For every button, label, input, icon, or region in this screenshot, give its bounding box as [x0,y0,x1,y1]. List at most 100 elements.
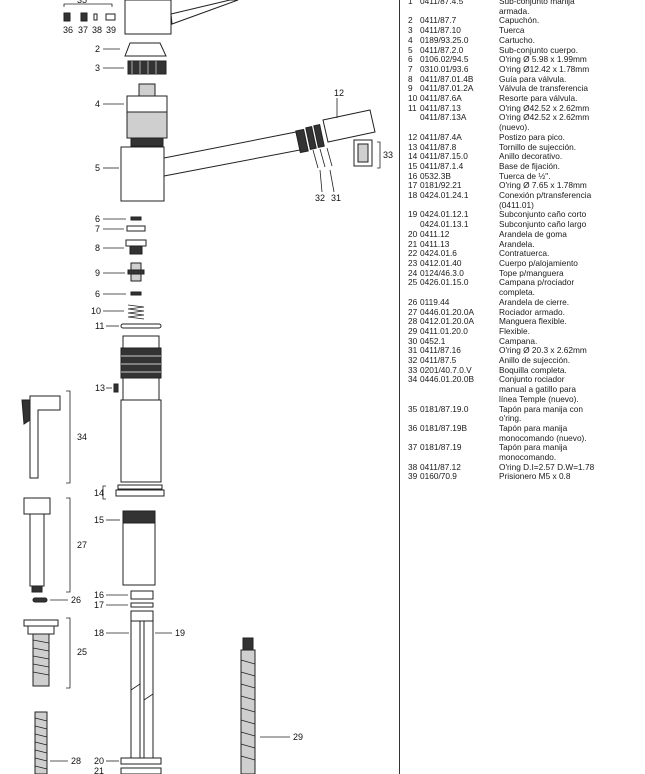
part-description: O'ring Ø 20.3 x 2.62mm [499,345,587,356]
callout-27: 27 [77,540,87,550]
part-description: Flexible. [499,325,530,336]
callout-32: 32 [315,193,325,203]
part-number [408,113,420,123]
callout-4: 4 [95,99,100,109]
part-9-valve [127,262,145,282]
callout-6-bottom: 6 [95,289,100,299]
callout-7: 7 [95,224,100,234]
callout-25: 25 [77,647,87,657]
part-34-sprayer [21,395,61,479]
part-number: 6 [408,54,413,65]
part-description: Campana p/rociador [499,277,575,288]
part-code: 0411/87.01.4B [420,73,474,84]
part-description: Tuerca de ½". [499,170,551,181]
part-code: 0411/87.16 [420,345,461,356]
part-code: 0411/87.5 [420,355,457,366]
part-code: 0411/87.2.0 [420,44,464,55]
callout-5: 5 [95,163,100,173]
part-description: O'ring Ø 7.65 x 1.78mm [499,180,587,191]
part-number: 39 [408,471,418,482]
part-code: 0411/87.1.4 [420,160,464,171]
part-code: 0411/87.8 [420,141,457,152]
part-35-plugs [63,3,116,22]
part-code: 0532.3B [420,170,451,181]
callout-6-top: 6 [95,214,100,224]
part-description: Tope p/manguera [499,267,564,278]
part-16-nut [130,590,154,600]
part-code: 0181/87.19.0 [420,403,469,414]
part-description: completa. [499,287,535,298]
callout-33: 33 [383,150,393,160]
part-17-oring [130,602,154,608]
part-description: O'ring Ø42.52 x 2.62mm [499,112,590,123]
part-description: O'ring Ø42.52 x 2.62mm [499,102,590,113]
part-description: Subconjunto caño largo [499,219,587,230]
part-number: 36 [408,422,418,433]
part-number: 16 [408,170,418,181]
part-code: 0412.01.20.0A [420,316,474,327]
part-7-oring [126,225,146,232]
part-number: 7 [408,63,413,74]
callout-13: 13 [95,383,105,393]
spout-end-parts [295,109,376,169]
part-number: 13 [408,141,418,152]
part-code: 0411.13 [420,238,450,249]
parts-row: (nuevo). [408,122,643,133]
part-description: monocomando (nuevo). [499,432,587,443]
parts-row: línea Temple (nuevo). [408,394,643,405]
part-description: Tuerca [499,25,525,36]
part-code: 0411/87.12 [420,461,461,472]
part-description: Conjunto rociador [499,374,565,385]
part-description: Tornillo de sujección. [499,141,577,152]
part-number: 8 [408,73,413,84]
part-6-oring-top [130,216,142,221]
part-6-oring-bottom [130,291,142,296]
part-code: 0412.01.40 [420,257,462,268]
part-description: Manguera flexible. [499,316,567,327]
parts-row: monocomando. [408,452,643,463]
part-number: 33 [408,364,418,375]
part-description: Tapón para manija [499,442,568,453]
callout-8: 8 [95,243,100,253]
callout-11: 11 [95,321,104,331]
part-2-cap [124,42,167,57]
part-description: Campana. [499,335,538,346]
part-code: 0446.01.20.0B [420,374,474,385]
part-number: 17 [408,180,418,191]
part-29-flexible [240,637,256,774]
part-description: Postizo para pico. [499,131,565,142]
part-number: 30 [408,335,418,346]
parts-row: completa. [408,287,643,298]
part-number: 4 [408,34,413,45]
callout-36: 36 [63,25,73,35]
part-description: Conexión p/transferencia [499,190,592,201]
part-description: Anillo decorativo. [499,151,563,162]
part-code: 0446.01.20.0A [420,306,474,317]
part-description: O'ring D.I=2.57 D.W=1.78 [499,461,595,472]
part-number: 32 [408,355,418,366]
part-description: Sub-conjunto cuerpo. [499,44,578,55]
part-description: Prisionero M5 x 0.8 [499,471,571,482]
part-description: Anillo de sujección. [499,355,571,366]
part-description: Capuchón. [499,15,540,26]
part-28-hose [34,711,48,774]
part-number: 27 [408,306,418,317]
part-number: 21 [408,238,418,249]
callout-9: 9 [95,268,100,278]
callout-16: 16 [94,590,104,600]
part-number [408,385,420,395]
part-number: 10 [408,93,418,104]
part-description: Resorte para válvula. [499,93,578,104]
